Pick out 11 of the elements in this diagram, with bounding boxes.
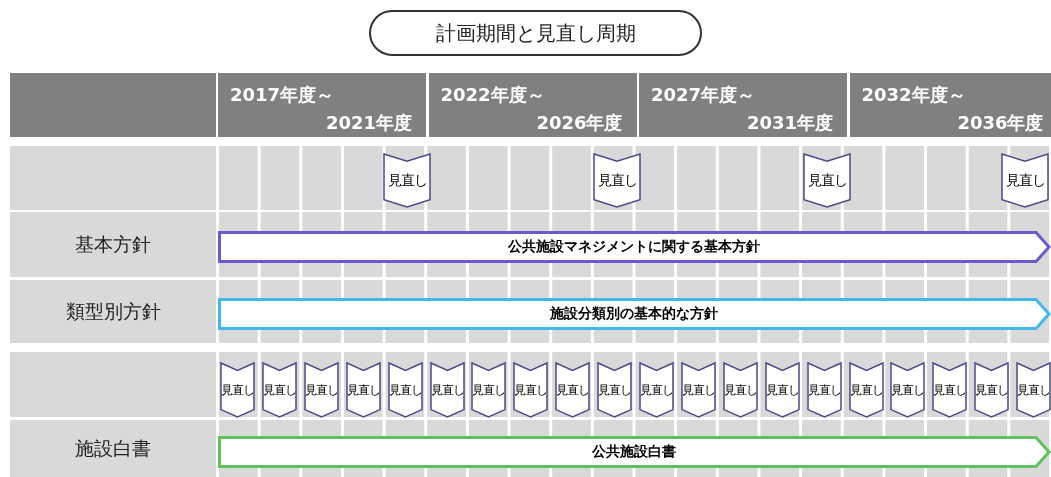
- period-header: 2022年度～ 2026年度: [428, 73, 637, 137]
- period-arrow-bar: 公共施設マネジメントに関する基本方針: [218, 231, 1050, 263]
- title-pill: 計画期間と見直し周期: [369, 10, 702, 56]
- period-arrow-bar: 施設分類別の基本的な方針: [218, 298, 1050, 330]
- row-header: 施設白書: [10, 420, 216, 477]
- period-header: 2032年度～ 2036年度: [849, 73, 1051, 137]
- period-header: 2027年度～ 2031年度: [639, 73, 847, 137]
- row-header: 類型別方針: [10, 280, 216, 343]
- period-arrow-bar: 公共施設白書: [218, 436, 1050, 468]
- period-header: 2017年度～ 2021年度: [218, 73, 426, 137]
- row-header: 基本方針: [10, 212, 216, 277]
